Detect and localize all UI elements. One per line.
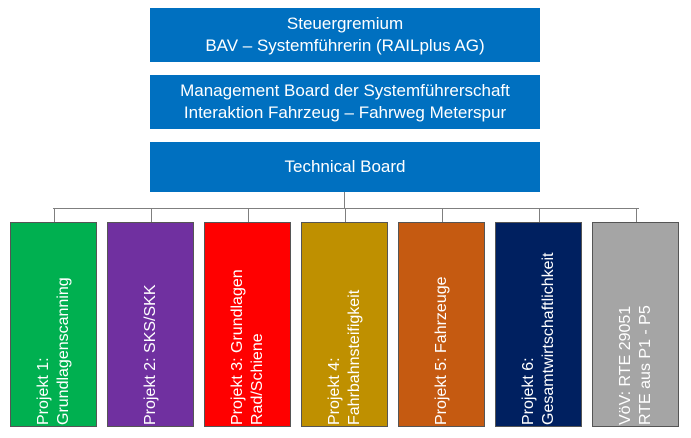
- project-label-line2: Gesamtwirtschaftlichkeit: [539, 252, 557, 425]
- project-label-line2: Rad/Schiene: [248, 332, 266, 425]
- project-connector: [54, 208, 55, 222]
- steering-committee-box: Steuergremium BAV – Systemführerin (RAIL…: [150, 8, 540, 62]
- project-connector: [248, 208, 249, 222]
- project-label-line1: Projekt 2: SKS/SKK: [141, 283, 159, 425]
- horizontal-bus-line: [53, 208, 639, 209]
- project-connector: [345, 208, 346, 222]
- management-board-box: Management Board der Systemführerschaft …: [150, 75, 540, 129]
- project-connector: [636, 208, 637, 222]
- project-label: Projekt 2: SKS/SKK: [127, 225, 175, 425]
- project-label-line2: Fahrbahnsteifigkeit: [345, 289, 363, 425]
- project-label-line1: Projekt 5: Fahrzeuge: [432, 275, 450, 425]
- project-box-1: Projekt 1:Grundlagenscanning: [10, 222, 97, 427]
- project-box-2: Projekt 2: SKS/SKK: [107, 222, 194, 427]
- project-box-4: Projekt 4:Fahrbahnsteifigkeit: [301, 222, 388, 427]
- technical-board-box: Technical Board: [150, 142, 540, 192]
- project-label: Projekt 1:Grundlagenscanning: [30, 225, 78, 425]
- project-label-line1: Projekt 4:: [325, 356, 343, 425]
- trunk-line: [344, 192, 345, 208]
- project-label-line2: Grundlagenscanning: [54, 276, 72, 425]
- project-label-line1: Projekt 3: Grundlagen: [228, 268, 246, 425]
- management-board-subtitle: Interaktion Fahrzeug – Fahrweg Meterspur: [183, 103, 507, 122]
- steering-committee-title: Steuergremium: [286, 14, 404, 33]
- project-box-5: Projekt 5: Fahrzeuge: [398, 222, 485, 427]
- project-connector: [539, 208, 540, 222]
- technical-board-title: Technical Board: [284, 157, 406, 176]
- project-label: Projekt 4:Fahrbahnsteifigkeit: [321, 225, 369, 425]
- steering-committee-subtitle: BAV – Systemführerin (RAILplus AG): [205, 36, 485, 55]
- project-box-6: Projekt 6:Gesamtwirtschaftlichkeit: [495, 222, 582, 427]
- project-label-line1: Projekt 1:: [34, 356, 52, 425]
- project-connector: [151, 208, 152, 222]
- project-label-line2: RTE aus P1 - P5: [636, 304, 654, 425]
- project-label: Projekt 5: Fahrzeuge: [418, 225, 466, 425]
- management-board-title: Management Board der Systemführerschaft: [180, 81, 510, 100]
- project-label: Projekt 6:Gesamtwirtschaftlichkeit: [515, 225, 563, 425]
- project-connector: [442, 208, 443, 222]
- project-label-line1: Projekt 6:: [519, 356, 537, 425]
- project-label-line1: VöV: RTE 29051: [616, 305, 634, 425]
